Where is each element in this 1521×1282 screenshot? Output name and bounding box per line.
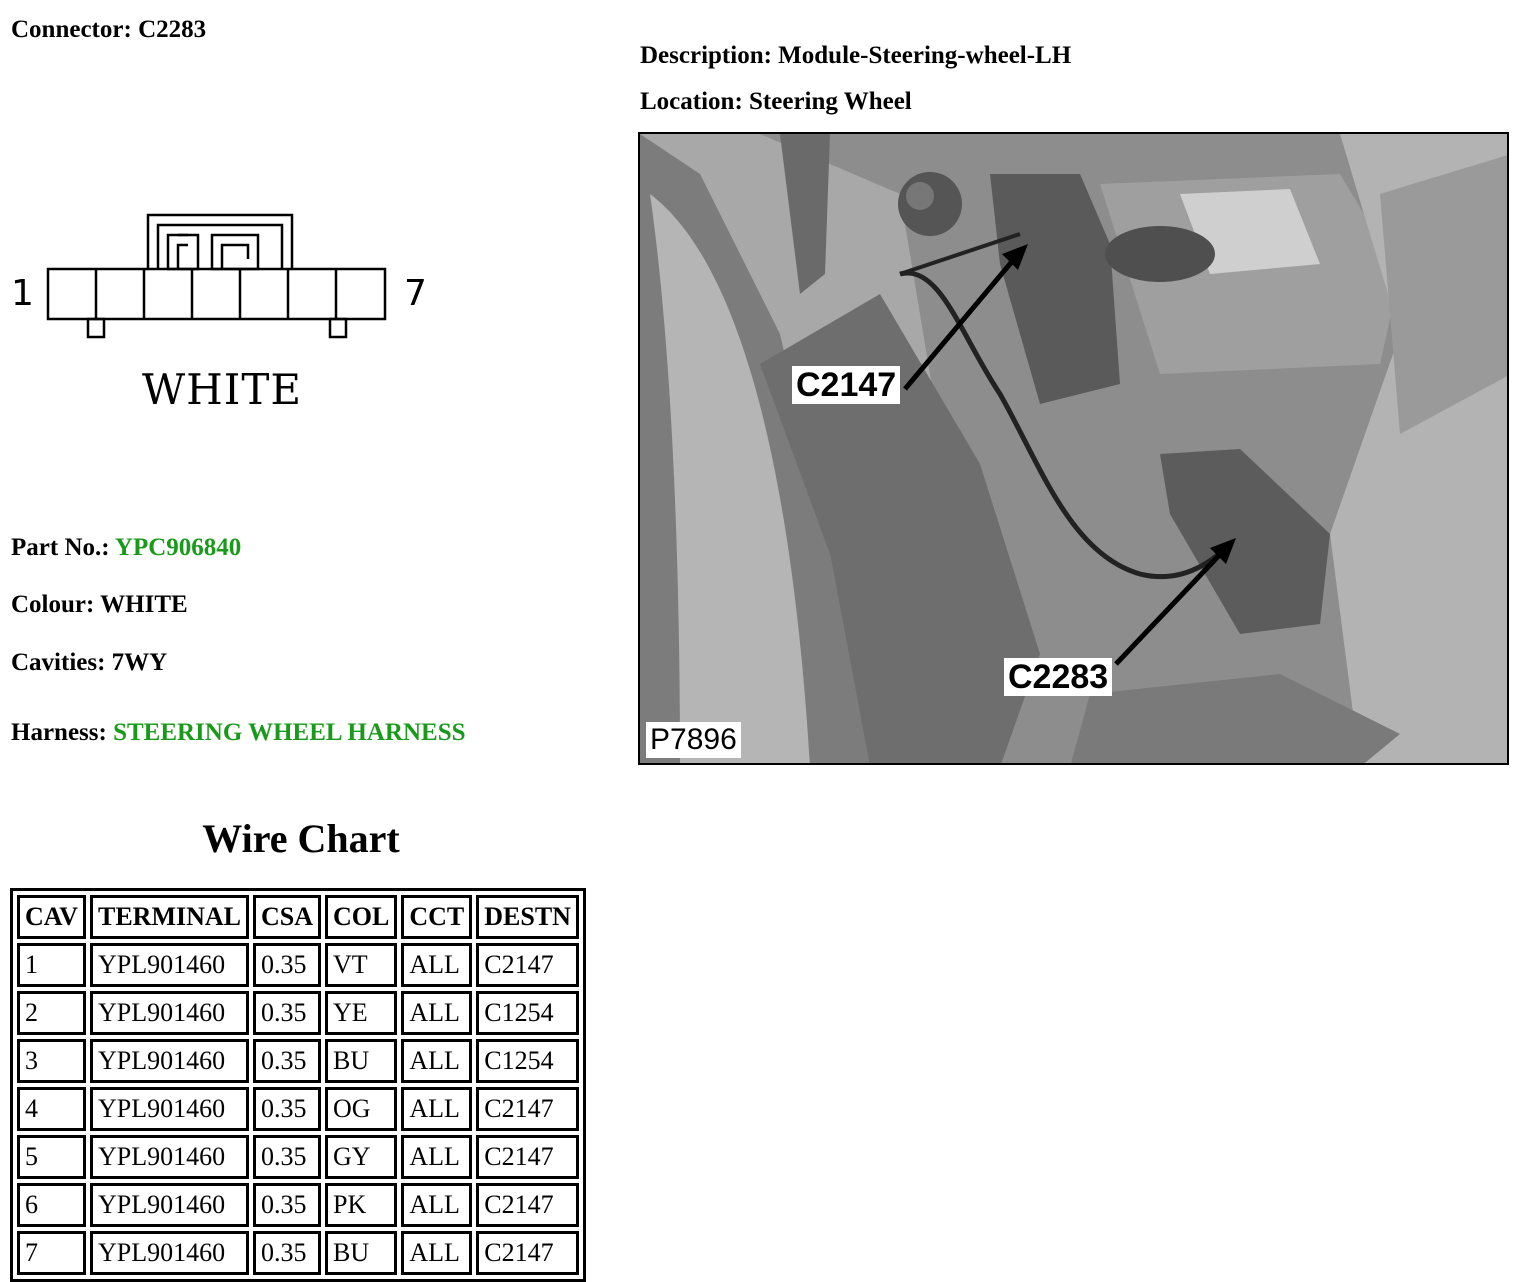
photo-reference-code: P7896 xyxy=(646,722,741,758)
table-cell: YE xyxy=(325,991,398,1035)
table-cell: 3 xyxy=(17,1039,86,1083)
table-cell: ALL xyxy=(401,991,473,1035)
table-cell: C2147 xyxy=(476,1135,579,1179)
table-cell: 0.35 xyxy=(253,1087,322,1131)
colour-value: WHITE xyxy=(100,591,188,618)
table-cell: ALL xyxy=(401,943,473,987)
colour-label: Colour: xyxy=(11,591,95,618)
table-cell: BU xyxy=(325,1039,398,1083)
table-cell: YPL901460 xyxy=(89,1039,249,1083)
table-cell: YPL901460 xyxy=(89,943,249,987)
connector-value: C2283 xyxy=(138,16,207,43)
table-cell: 4 xyxy=(17,1087,86,1131)
location-illustration xyxy=(640,134,1507,763)
table-cell: YPL901460 xyxy=(89,1231,249,1275)
connector-label: Connector: xyxy=(11,16,132,43)
table-cell: 5 xyxy=(17,1135,86,1179)
table-cell: 0.35 xyxy=(253,1231,322,1275)
pin-last-number: 7 xyxy=(404,273,427,314)
column-header: CAV xyxy=(17,895,86,939)
table-cell: 7 xyxy=(17,1231,86,1275)
table-cell: YPL901460 xyxy=(89,1183,249,1227)
table-cell: 0.35 xyxy=(253,1135,322,1179)
table-cell: GY xyxy=(325,1135,398,1179)
table-cell: 6 xyxy=(17,1183,86,1227)
table-cell: ALL xyxy=(401,1039,473,1083)
column-header: DESTN xyxy=(476,895,579,939)
cavities: Cavities: 7WY xyxy=(11,649,167,677)
callout-c2283: C2283 xyxy=(1004,658,1113,696)
column-header: CCT xyxy=(401,895,473,939)
table-cell: C2147 xyxy=(476,1087,579,1131)
table-cell: 1 xyxy=(17,943,86,987)
table-cell: OG xyxy=(325,1087,398,1131)
table-cell: 2 xyxy=(17,991,86,1035)
table-cell: VT xyxy=(325,943,398,987)
harness-label: Harness: xyxy=(11,719,107,746)
table-cell: 0.35 xyxy=(253,1039,322,1083)
cavities-label: Cavities: xyxy=(11,649,106,676)
table-cell: BU xyxy=(325,1231,398,1275)
table-cell: ALL xyxy=(401,1135,473,1179)
table-cell: 0.35 xyxy=(253,1183,322,1227)
table-cell: 0.35 xyxy=(253,943,322,987)
column-header: TERMINAL xyxy=(89,895,249,939)
wire-chart-title: Wire Chart xyxy=(202,816,400,861)
location: Location: Steering Wheel xyxy=(640,88,912,116)
table-cell: C1254 xyxy=(476,1039,579,1083)
table-cell: ALL xyxy=(401,1231,473,1275)
cavities-value: 7WY xyxy=(111,649,168,676)
table-header-row: CAV TERMINAL CSA COL CCT DESTN xyxy=(17,895,579,939)
table-cell: C2147 xyxy=(476,1183,579,1227)
description-label: Description: xyxy=(640,42,772,69)
part-number-link[interactable]: YPC906840 xyxy=(114,534,242,561)
location-value: Steering Wheel xyxy=(749,88,912,115)
location-label: Location: xyxy=(640,88,743,115)
table-cell: 0.35 xyxy=(253,991,322,1035)
table-cell: C2147 xyxy=(476,943,579,987)
description-value: Module-Steering-wheel-LH xyxy=(778,42,1072,69)
pin-first-number: 1 xyxy=(11,273,34,314)
table-cell: ALL xyxy=(401,1183,473,1227)
colour: Colour: WHITE xyxy=(11,591,188,619)
table-cell: PK xyxy=(325,1183,398,1227)
description: Description: Module-Steering-wheel-LH xyxy=(640,42,1071,70)
diagram-colour-label: WHITE xyxy=(142,365,303,414)
part-number-label: Part No.: xyxy=(11,534,110,561)
table-cell: YPL901460 xyxy=(89,1135,249,1179)
table-cell: C1254 xyxy=(476,991,579,1035)
table-cell: ALL xyxy=(401,1087,473,1131)
table-cell: C2147 xyxy=(476,1231,579,1275)
column-header: CSA xyxy=(253,895,322,939)
location-photo: C2147 C2283 P7896 xyxy=(638,132,1509,765)
table-cell: YPL901460 xyxy=(89,1087,249,1131)
harness-link[interactable]: STEERING WHEEL HARNESS xyxy=(113,719,466,746)
callout-c2147: C2147 xyxy=(792,366,901,404)
column-header: COL xyxy=(325,895,398,939)
table-cell: YPL901460 xyxy=(89,991,249,1035)
harness: Harness: STEERING WHEEL HARNESS xyxy=(11,719,466,747)
connector-pinout-diagram xyxy=(46,213,387,339)
part-number: Part No.: YPC906840 xyxy=(11,534,241,562)
connector-title: Connector: C2283 xyxy=(11,16,206,44)
